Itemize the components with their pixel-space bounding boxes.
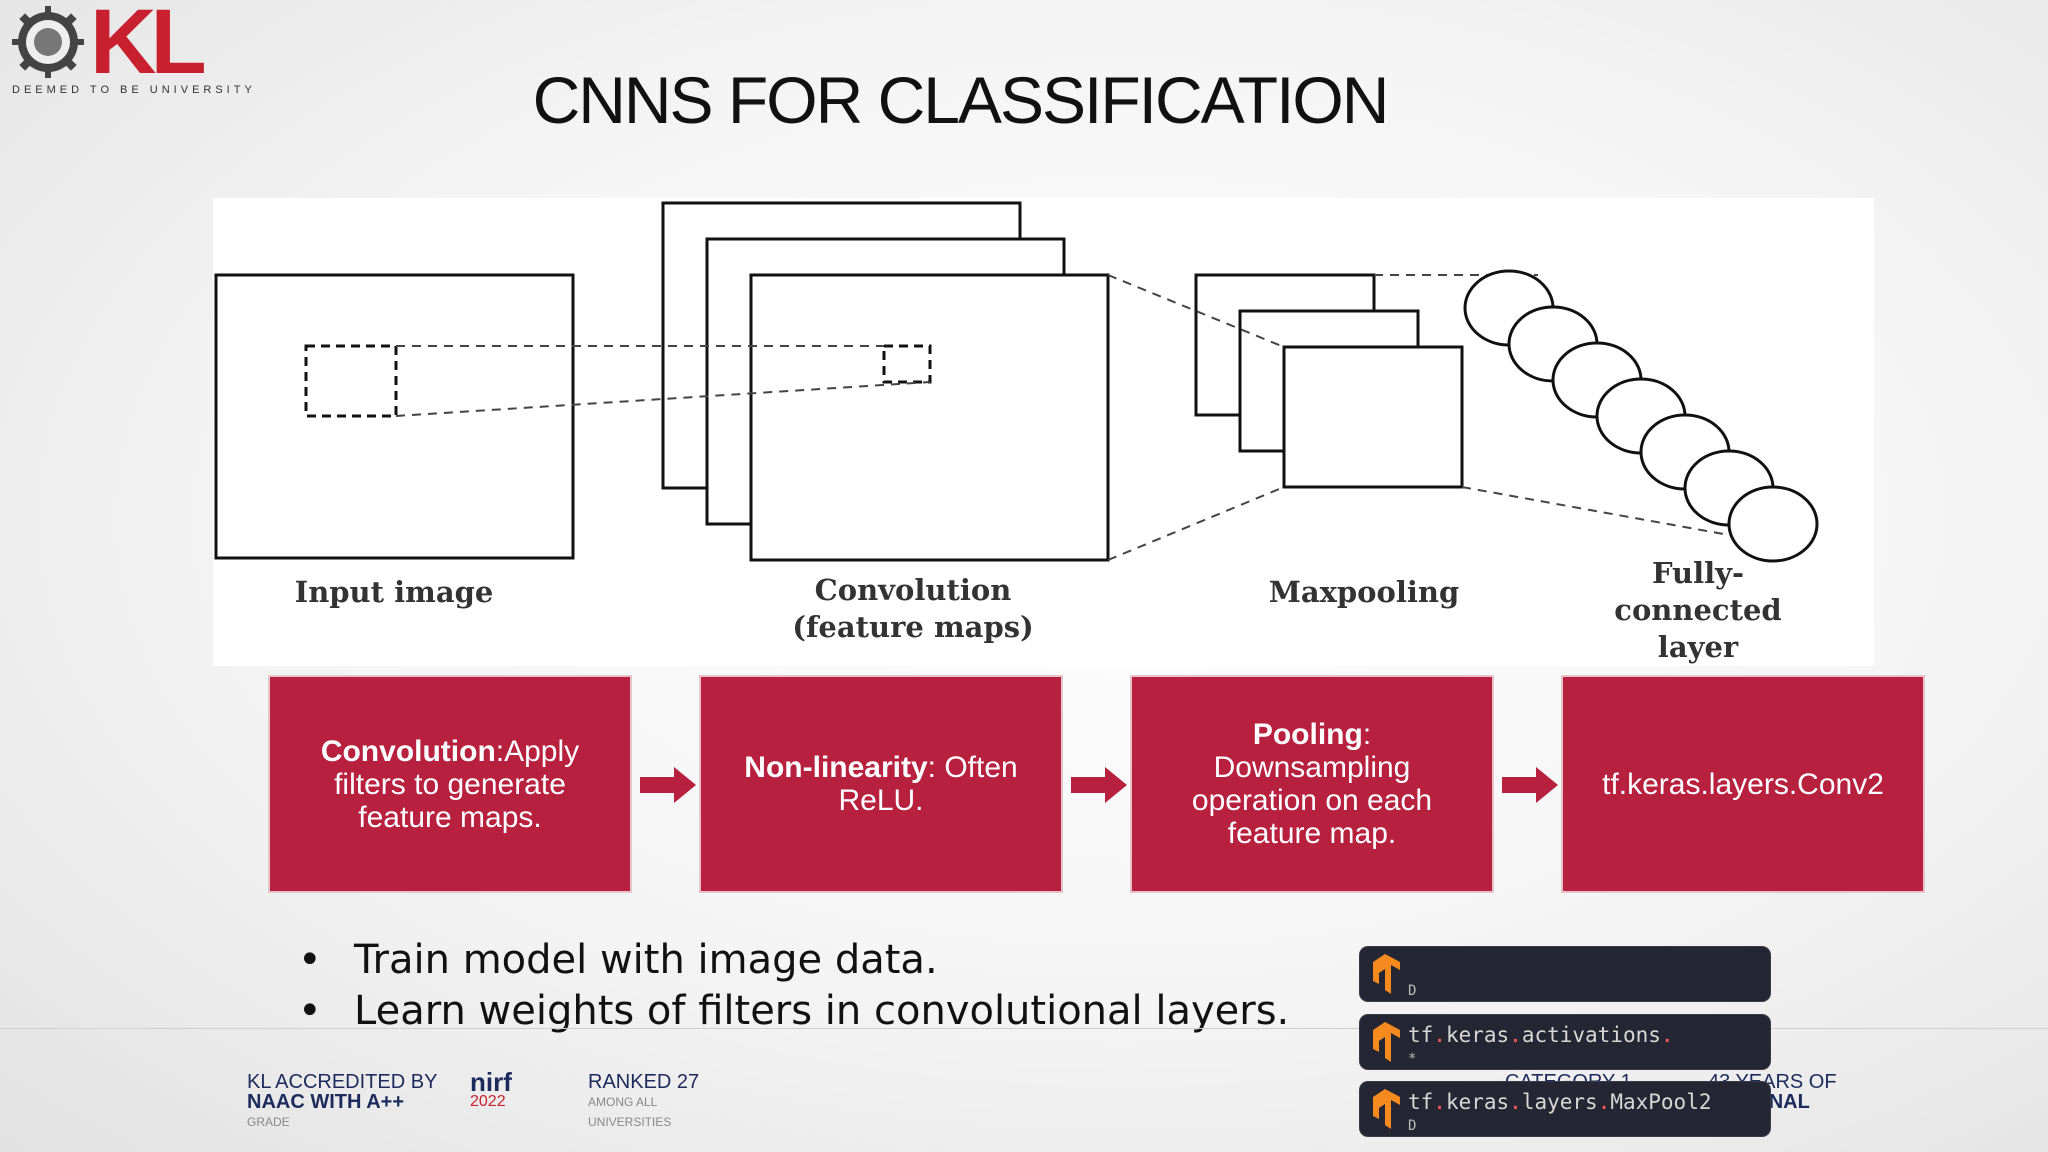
step-title: Pooling: [1252, 718, 1363, 751]
label-fc-line1: Fully-: [1651, 556, 1745, 590]
code-snippet-2: tf.keras.activations. *: [1360, 1015, 1770, 1069]
step-title: Convolution: [320, 734, 496, 768]
footer-universities: UNIVERSITIES: [588, 1115, 672, 1129]
label-convolution: Convolution (feature maps): [753, 572, 1073, 646]
arrow-right-icon: [1502, 767, 1558, 803]
label-input-image: Input image: [294, 575, 494, 609]
code-text: tf.keras.layers.MaxPool2: [1408, 1090, 1712, 1114]
footer-divider: [0, 1028, 2048, 1029]
code-tail: D: [1408, 983, 1417, 999]
tensorflow-icon: [1373, 1022, 1400, 1062]
step-text: tf.keras.layers.Conv2: [1602, 767, 1884, 801]
arrow-right-icon: [1071, 767, 1127, 803]
conv-receptive-field: [882, 344, 932, 384]
footer-ranked: RANKED 27 AMONG ALL UNIVERSITIES: [588, 1072, 699, 1132]
bullet-text: Learn weights of filters in convolutiona…: [354, 988, 1290, 1034]
step-title: Non-linearity: [744, 751, 928, 784]
tensorflow-icon: [1373, 1089, 1400, 1129]
bullet-list: •Train model with image data. •Learn wei…: [290, 935, 1289, 1037]
footer-accredited: KL ACCREDITED BY: [247, 1071, 438, 1093]
kl-university-logo: KL DEEMED TO BE UNIVERSITY: [12, 0, 252, 96]
logo-text: KL: [90, 0, 207, 93]
fc-neurons: [1463, 269, 1819, 563]
logo-subtext: DEEMED TO BE UNIVERSITY: [12, 84, 256, 96]
code-snippet-1: D: [1360, 947, 1770, 1001]
step-nonlinearity: Non-linearity: Often ReLU.: [699, 675, 1063, 893]
process-steps: Convolution:Apply filters to generate fe…: [268, 675, 1928, 895]
step-text: :Apply filters to generate feature maps.: [334, 734, 580, 834]
feature-map-front: [749, 273, 1110, 562]
input-receptive-field: [304, 344, 398, 418]
footer-naac-grade: NAAC WITH A++: [247, 1091, 405, 1113]
label-fc-line3: layer: [1657, 630, 1739, 664]
input-image-box: [214, 273, 575, 560]
step-pooling: Pooling: Downsampling operation on each …: [1130, 675, 1494, 893]
bullet-text: Train model with image data.: [354, 937, 938, 983]
step-convolution: Convolution:Apply filters to generate fe…: [268, 675, 632, 893]
step-text: : Often ReLU.: [838, 751, 1018, 817]
label-maxpooling: Maxpooling: [1268, 575, 1460, 609]
step-tf-conv2: tf.keras.layers.Conv2: [1561, 675, 1925, 893]
bullet-item: •Train model with image data.: [290, 935, 1289, 986]
label-convolution-line1: Convolution: [814, 573, 1012, 607]
footer-nirf: nirf 2022: [470, 1067, 512, 1112]
label-fc-line2: connected: [1614, 593, 1782, 627]
footer-ranked-text: RANKED 27: [588, 1071, 700, 1093]
label-fully-connected: Fully- connected layer: [1583, 555, 1813, 666]
code-tail: D: [1408, 1118, 1417, 1134]
code-text: tf.keras.activations.: [1408, 1023, 1674, 1047]
footer-grade: GRADE: [247, 1115, 290, 1129]
footer-nirf-logo: nirf: [470, 1067, 512, 1097]
slide-title: CNNS FOR CLASSIFICATION: [532, 63, 1390, 137]
pool-map-front: [1282, 345, 1464, 489]
gear-emblem-icon: [12, 6, 84, 78]
tensorflow-icon: [1373, 954, 1400, 994]
step-text: : Downsampling operation on each feature…: [1191, 718, 1433, 850]
label-convolution-line2: (feature maps): [792, 610, 1034, 644]
footer-among: AMONG ALL: [588, 1095, 658, 1109]
cnn-diagram-drawing: [214, 201, 1819, 563]
arrow-right-icon: [640, 767, 696, 803]
bullet-item: •Learn weights of filters in convolution…: [290, 986, 1289, 1037]
cnn-diagram: Input image Convolution (feature maps) M…: [213, 198, 1874, 666]
footer-nirf-year: 2022: [470, 1093, 506, 1110]
code-tail: *: [1408, 1051, 1417, 1067]
footer-naac: KL ACCREDITED BY NAAC WITH A++ GRADE: [247, 1072, 437, 1132]
code-snippet-3: tf.keras.layers.MaxPool2 D: [1360, 1082, 1770, 1136]
